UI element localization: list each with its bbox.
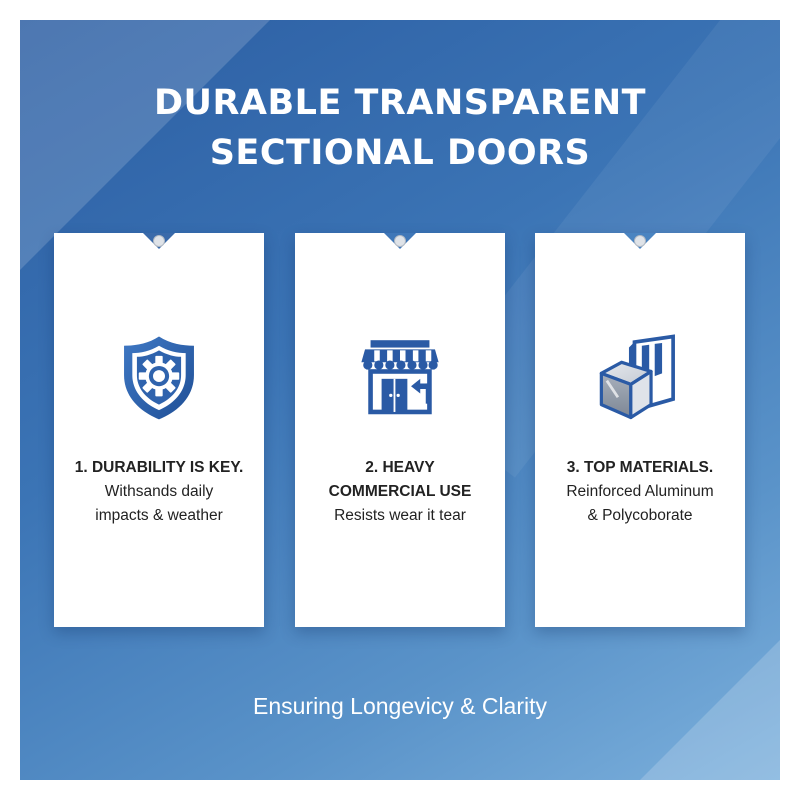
feature-card-durability: 1. DURABILITY IS KEY. Withsands daily im… <box>54 233 264 627</box>
feature-card-materials: 3. TOP MATERIALS. Reinforced Aluminum & … <box>535 233 745 627</box>
card-description: Reinforced Aluminum <box>566 483 714 500</box>
card-description: Withsands daily <box>104 483 214 500</box>
card-heading: COMMERCIAL USE <box>328 483 472 500</box>
card-description: impacts & weather <box>95 507 223 524</box>
card-description: Resists wear it tear <box>334 507 466 524</box>
shield-gear-icon <box>113 331 205 423</box>
title-line-1: DURABLE TRANSPARENT <box>153 83 647 123</box>
card-heading: 2. HEAVY <box>365 459 435 476</box>
feature-card-commercial: 2. HEAVY COMMERCIAL USE Resists wear it … <box>295 233 505 627</box>
storefront-icon <box>354 331 446 423</box>
page-title: DURABLE TRANSPARENT SECTIONAL DOORS <box>20 78 780 178</box>
card-heading: 3. TOP MATERIALS. <box>566 459 714 476</box>
title-line-2: SECTIONAL DOORS <box>209 133 591 173</box>
pin-icon <box>153 235 165 247</box>
card-description: & Polycoborate <box>587 507 693 524</box>
pin-icon <box>394 235 406 247</box>
tagline: Ensuring Longevicy & Clarity <box>252 693 548 719</box>
card-heading: 1. DURABILITY IS KEY. <box>74 459 244 476</box>
pin-icon <box>634 235 646 247</box>
poster: DURABLE TRANSPARENT SECTIONAL DOORS <box>20 20 780 780</box>
material-block-icon <box>594 331 686 423</box>
